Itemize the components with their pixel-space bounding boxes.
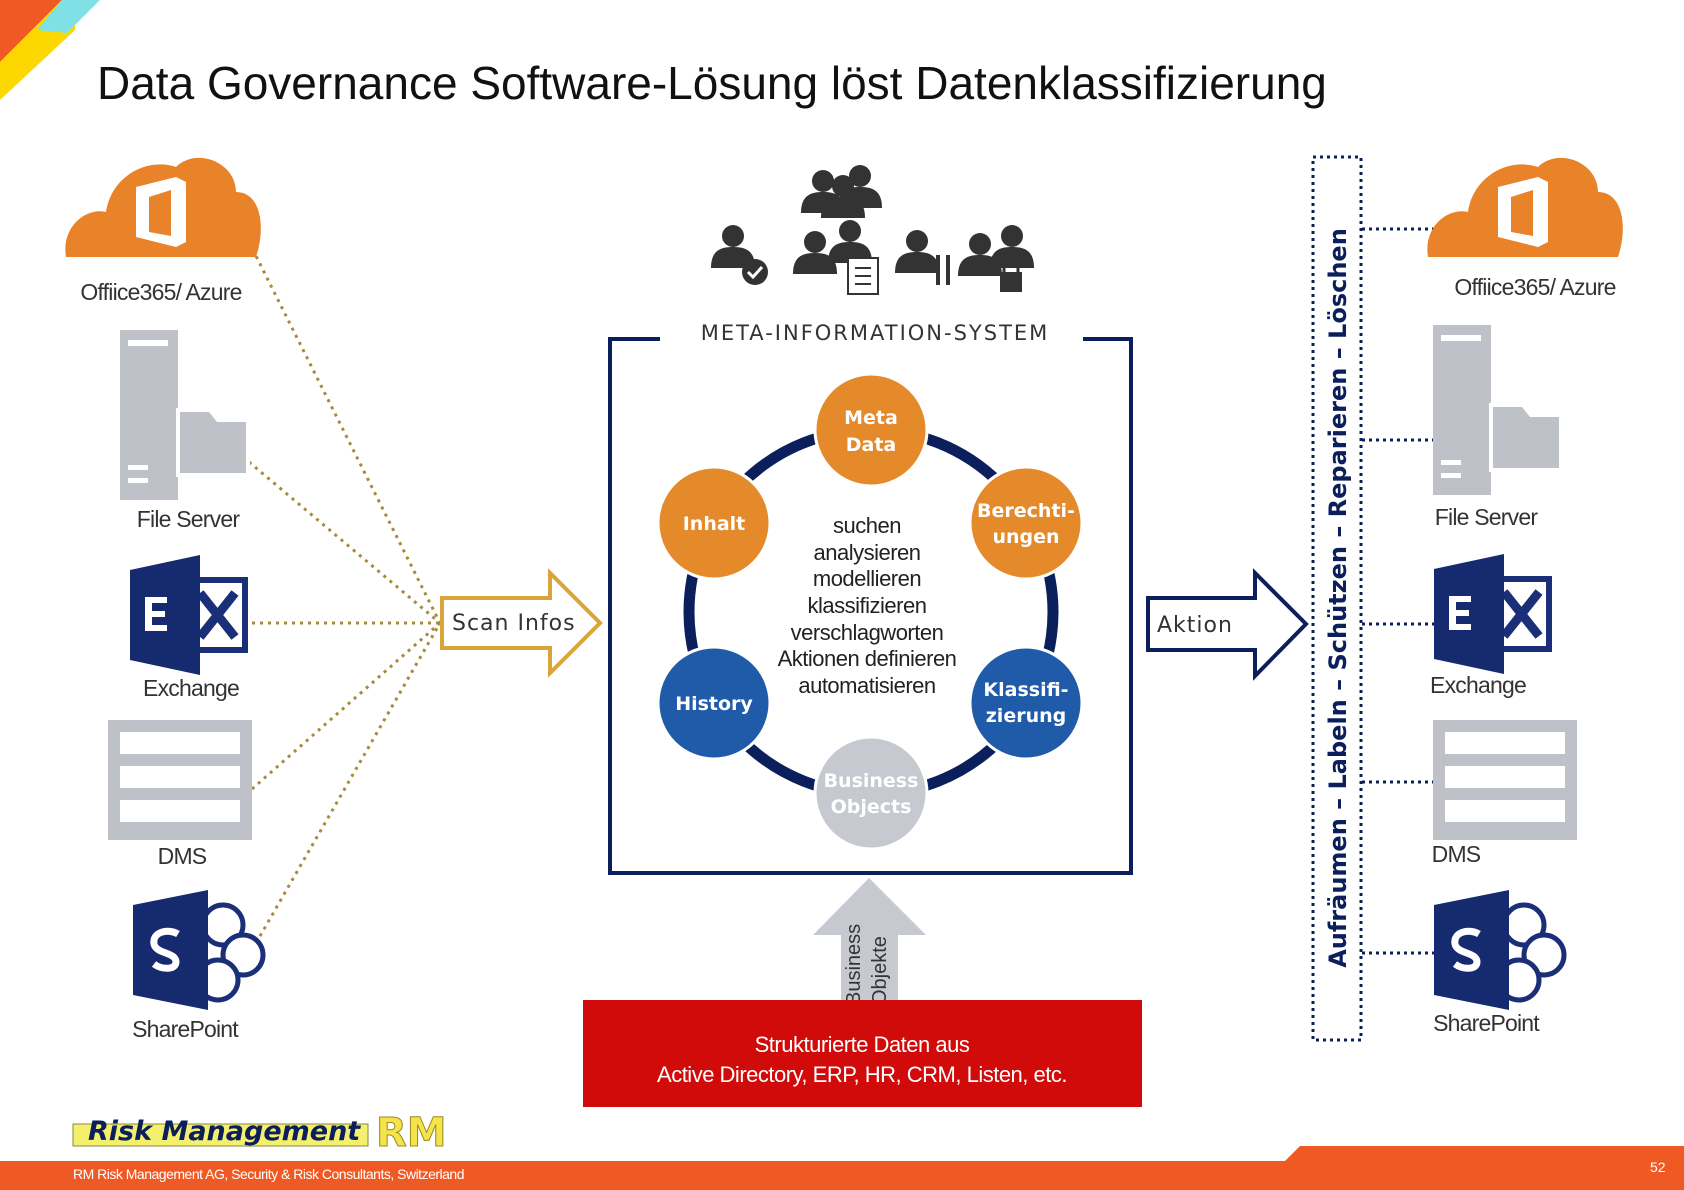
svg-text:Business: Business <box>824 770 919 792</box>
node-history: History <box>656 645 772 761</box>
svg-text:ungen: ungen <box>992 526 1059 548</box>
svg-text:Objects: Objects <box>831 796 912 818</box>
source-dms: DMS <box>108 720 252 869</box>
up-arrow-label: Objekte <box>869 936 891 1005</box>
users-group-icon <box>711 165 1034 295</box>
svg-text:Inhalt: Inhalt <box>683 513 746 535</box>
source-file-server: File Server <box>118 328 250 532</box>
scan-infos-arrow: Scan Infos <box>440 568 603 678</box>
svg-text:Klassifi-: Klassifi- <box>983 679 1068 701</box>
aktion-label: Aktion <box>1157 613 1233 638</box>
meta-system-title: META-INFORMATION-SYSTEM <box>701 321 1050 345</box>
svg-text:zierung: zierung <box>986 705 1066 727</box>
logo-text: Risk Management <box>88 1116 361 1147</box>
risk-management-logo: Risk Management RM <box>72 1110 447 1157</box>
sharepoint-icon <box>1434 890 1564 1010</box>
source-label: File Server <box>137 506 241 532</box>
svg-text:suchen: suchen <box>833 513 901 538</box>
source-exchange: Exchange <box>130 555 245 701</box>
target-label: SharePoint <box>1433 1010 1540 1036</box>
target-label: Offiice365/ Azure <box>1454 274 1615 300</box>
target-label: File Server <box>1435 504 1539 530</box>
svg-text:History: History <box>675 693 753 715</box>
footer-text: RM Risk Management AG, Security & Risk C… <box>73 1166 464 1182</box>
svg-text:Aktionen definieren: Aktionen definieren <box>778 646 957 671</box>
structured-data-box: Strukturierte Daten aus Active Directory… <box>583 1000 1142 1107</box>
svg-text:Strukturierte Daten aus: Strukturierte Daten aus <box>755 1032 970 1057</box>
up-arrow-label: Business <box>843 924 865 1005</box>
target-office365: Offiice365/ Azure <box>1427 157 1623 300</box>
svg-text:Active Directory, ERP, HR, CRM: Active Directory, ERP, HR, CRM, Listen, … <box>657 1062 1067 1087</box>
dms-icon <box>1433 720 1577 840</box>
svg-text:klassifizieren: klassifizieren <box>808 593 927 618</box>
svg-text:modellieren: modellieren <box>813 566 921 591</box>
node-business-objects: Business Objects <box>813 735 929 851</box>
exchange-icon <box>1434 554 1549 674</box>
actions-label: Aufräumen – Labeln – Schützen – Reparier… <box>1324 228 1352 968</box>
target-connectors <box>1362 227 1434 955</box>
svg-text:verschlagworten: verschlagworten <box>791 620 944 645</box>
file-server-icon <box>118 328 250 502</box>
node-meta-data: Meta Data <box>813 372 929 488</box>
target-label: DMS <box>1432 841 1481 867</box>
actions-box: Aufräumen – Labeln – Schützen – Reparier… <box>1311 155 1363 1042</box>
logo-mark: RM <box>376 1110 447 1156</box>
page-number: 52 <box>1650 1159 1666 1175</box>
svg-text:Berechti-: Berechti- <box>977 500 1075 522</box>
target-sharepoint: SharePoint <box>1433 890 1564 1036</box>
cloud-office-icon <box>1427 157 1623 257</box>
business-objekte-arrow: Business Objekte <box>813 878 926 1012</box>
target-file-server: File Server <box>1431 323 1563 530</box>
corner-decoration <box>0 0 100 100</box>
node-klassifizierung: Klassifi- zierung <box>968 645 1084 761</box>
target-label: Exchange <box>1430 672 1526 698</box>
svg-text:Data: Data <box>846 434 897 456</box>
scan-infos-label: Scan Infos <box>452 611 576 636</box>
sharepoint-icon <box>133 890 263 1010</box>
source-label: Exchange <box>143 675 239 701</box>
source-office365: Offiice365/ Azure <box>65 157 261 305</box>
cloud-office-icon <box>65 157 261 257</box>
node-inhalt: Inhalt <box>656 465 772 581</box>
source-label: SharePoint <box>132 1016 239 1042</box>
file-server-icon <box>1431 323 1563 497</box>
node-berechtigungen: Berechti- ungen <box>968 465 1084 581</box>
footer: RM Risk Management AG, Security & Risk C… <box>0 1146 1684 1190</box>
center-activities: suchen analysieren modellieren klassifiz… <box>778 513 957 698</box>
source-label: DMS <box>158 843 207 869</box>
exchange-icon <box>130 555 245 675</box>
source-connectors <box>247 241 442 951</box>
page-title: Data Governance Software-Lösung löst Dat… <box>97 57 1327 109</box>
meta-information-system: META-INFORMATION-SYSTEM Meta Data Inhalt… <box>608 321 1133 875</box>
svg-text:Meta: Meta <box>844 407 898 429</box>
svg-text:automatisieren: automatisieren <box>798 673 935 698</box>
svg-text:analysieren: analysieren <box>813 540 920 565</box>
aktion-arrow: Aktion <box>1146 568 1309 681</box>
source-sharepoint: SharePoint <box>132 890 263 1042</box>
target-dms: DMS <box>1432 720 1577 867</box>
source-label: Offiice365/ Azure <box>80 279 241 305</box>
target-exchange: Exchange <box>1430 554 1549 698</box>
dms-icon <box>108 720 252 840</box>
